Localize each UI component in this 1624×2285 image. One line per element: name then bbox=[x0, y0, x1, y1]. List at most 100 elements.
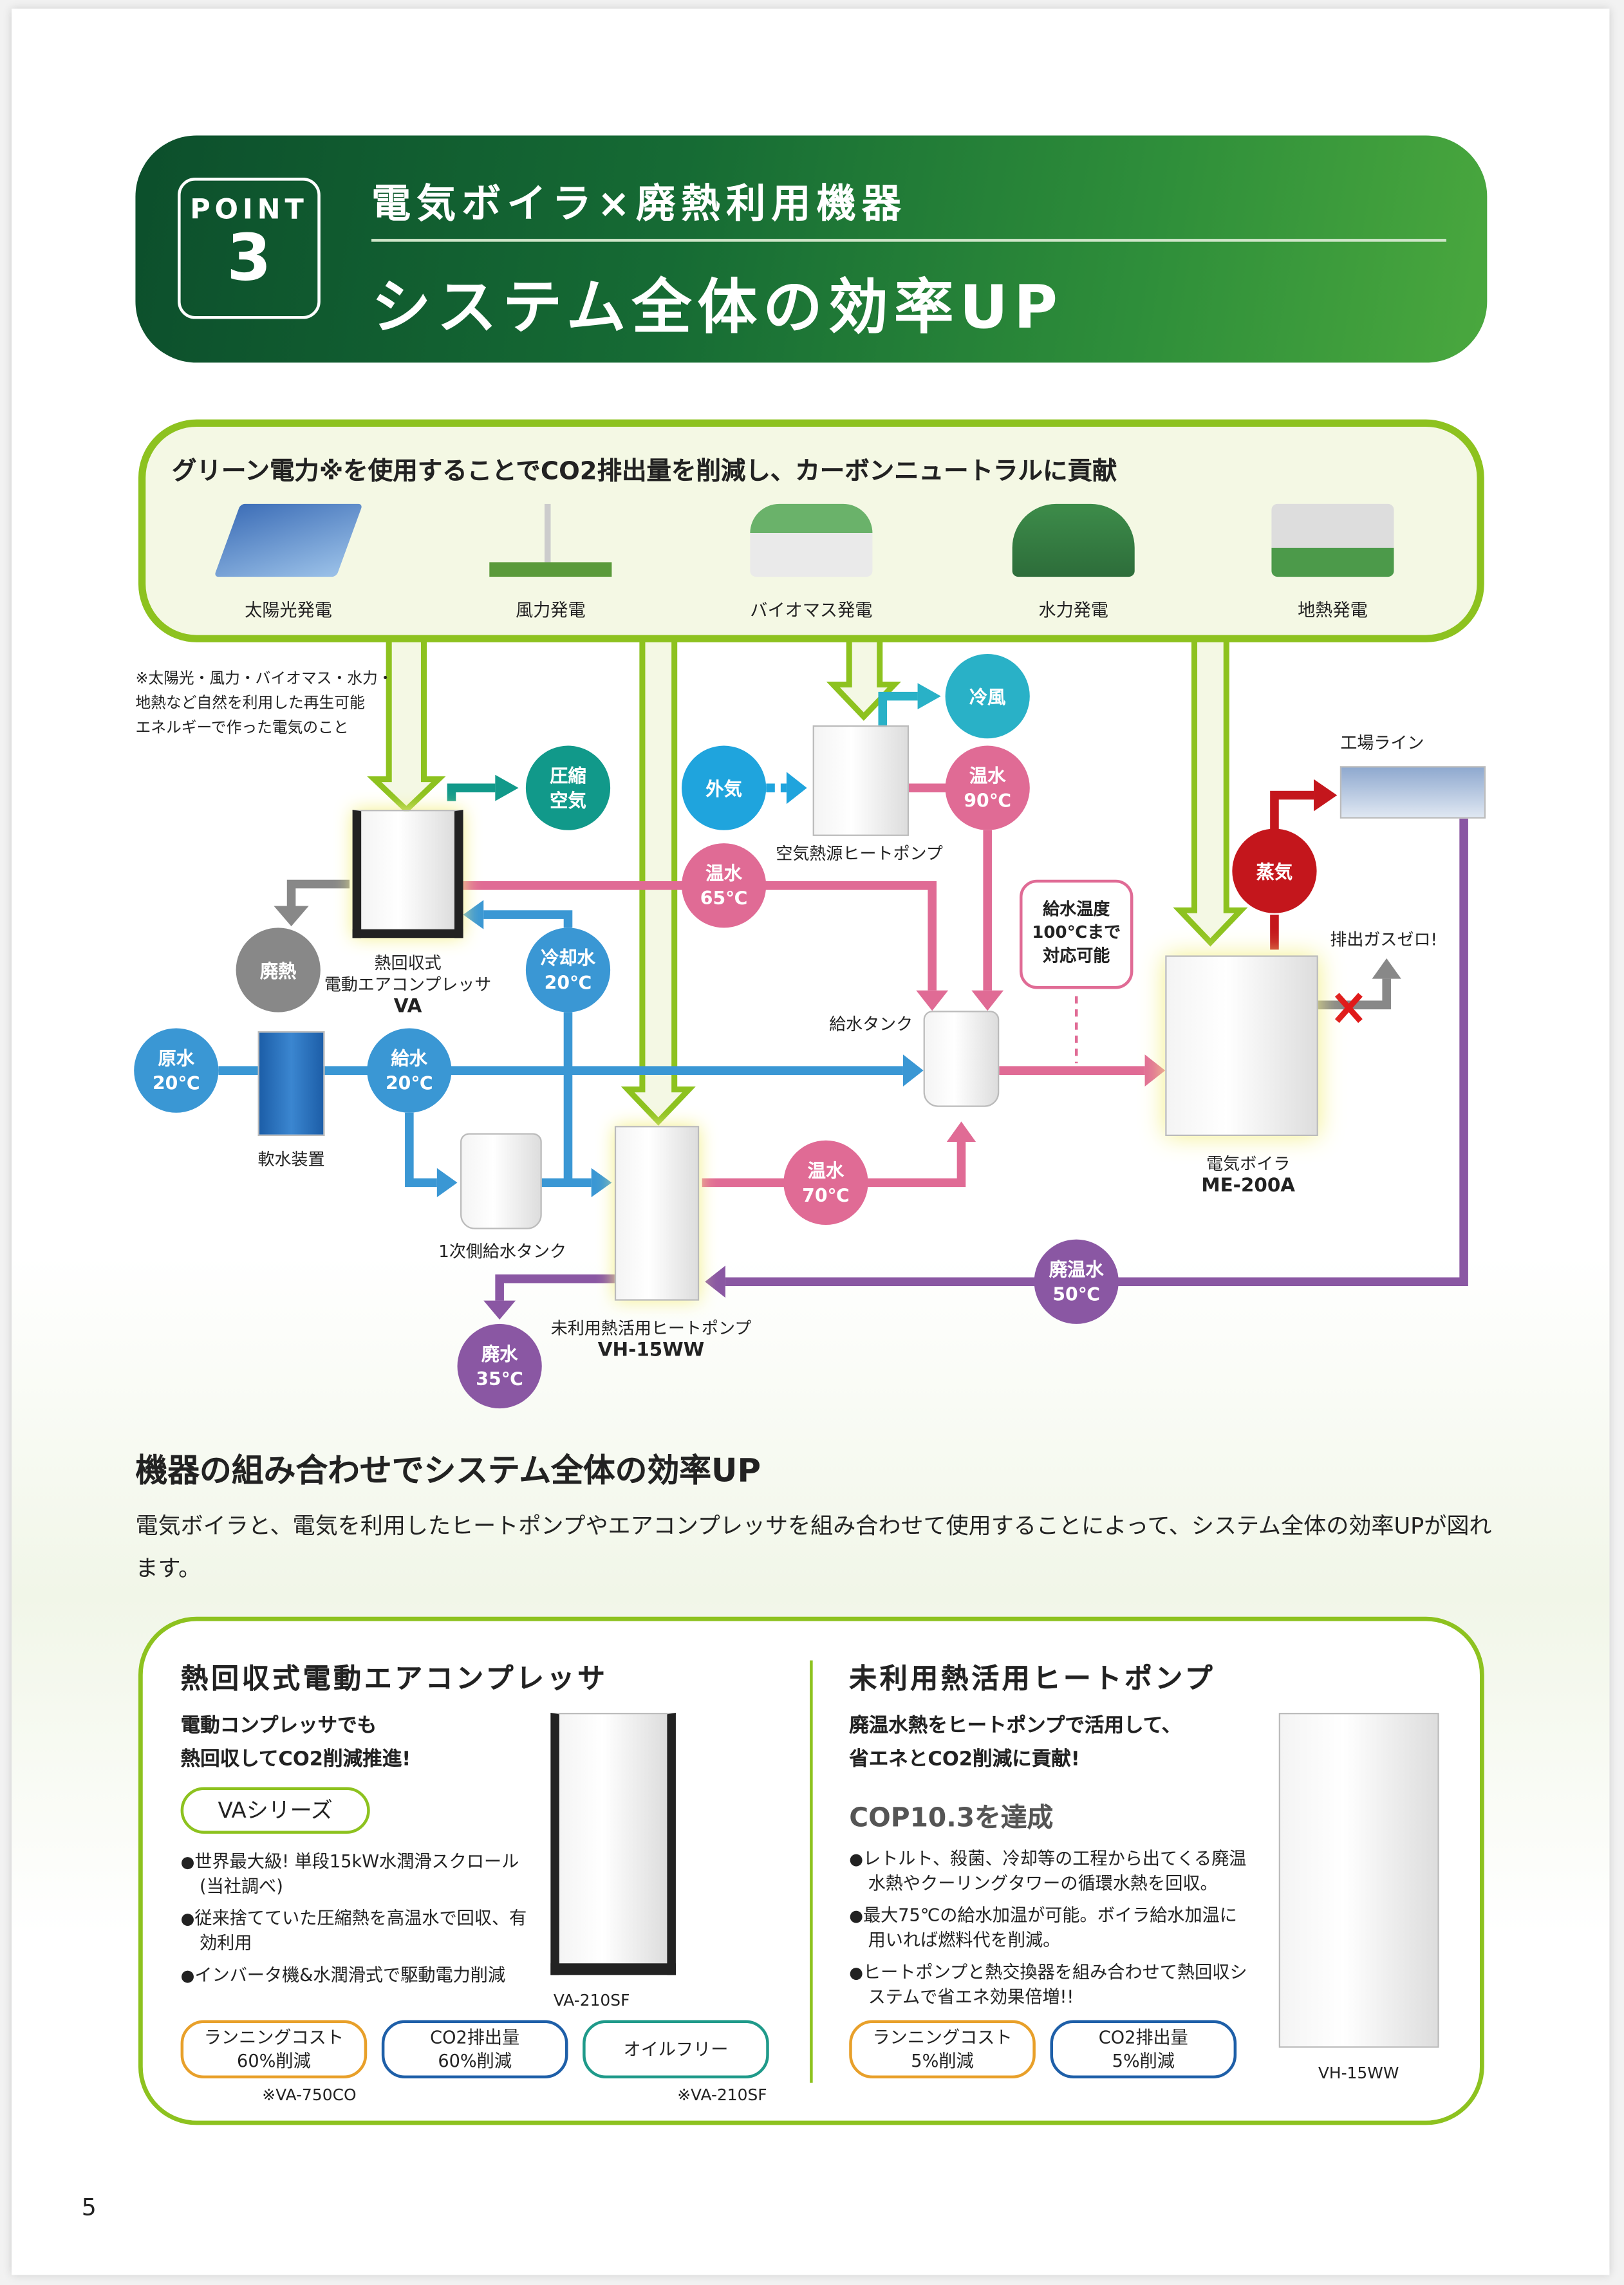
circle-text: 70℃ bbox=[802, 1184, 850, 1206]
vh-heat-pump-image bbox=[614, 1126, 700, 1301]
left-card-lead: 電動コンプレッサでも熱回収してCO2削減推進! bbox=[181, 1710, 411, 1777]
header-banner bbox=[135, 135, 1488, 363]
section-heading: 機器の組み合わせでシステム全体の効率UP bbox=[135, 1453, 761, 1490]
circle-text: 冷却水 bbox=[541, 946, 595, 969]
source-label: 太陽光発電 bbox=[245, 600, 332, 620]
circle-text: 冷風 bbox=[969, 685, 1006, 707]
source-solar: 太陽光発電 bbox=[201, 503, 376, 622]
circle-text: 温水 bbox=[969, 764, 1006, 787]
label-line: 熱回収式 bbox=[374, 952, 442, 973]
left-card-bullets: 世界最大級! 単段15kW水潤滑スクロール (当社調べ) 従来捨てていた圧縮熱を… bbox=[181, 1850, 537, 1997]
source-wind: 風力発電 bbox=[463, 503, 639, 622]
header-title: 電気ボイラ×廃熱利用機器 bbox=[371, 182, 907, 227]
circle-text: 35℃ bbox=[476, 1367, 523, 1390]
circle-text: 温水 bbox=[807, 1159, 845, 1182]
lead-line: 電動コンプレッサでも bbox=[180, 1714, 377, 1738]
right-card-lead: 廃温水熱をヒートポンプで活用して、省エネとCO2削減に貢献! bbox=[849, 1710, 1181, 1777]
label-air-heat-pump: 空気熱源ヒートポンプ bbox=[776, 843, 943, 864]
primary-tank-image bbox=[460, 1133, 542, 1229]
circle-text: 90℃ bbox=[964, 789, 1011, 812]
vh-model-caption: VH-15WW bbox=[1318, 2064, 1399, 2083]
feed-tank-image bbox=[923, 1011, 1000, 1107]
circle-text: 廃水 bbox=[481, 1343, 518, 1365]
bullet-item: 世界最大級! 単段15kW水潤滑スクロール (当社調べ) bbox=[181, 1850, 537, 1898]
label-line: 未利用熱活用ヒートポンプ bbox=[550, 1318, 752, 1339]
circle-text: 20℃ bbox=[152, 1072, 200, 1094]
vh-15ww-image bbox=[1278, 1713, 1439, 2048]
section-body: 電気ボイラと、電気を利用したヒートポンプやエアコンプレッサを組み合わせて使用する… bbox=[135, 1513, 1492, 1582]
circle-text: 給水 bbox=[391, 1047, 428, 1069]
wind-turbine-icon bbox=[489, 503, 612, 577]
electric-boiler-image bbox=[1165, 955, 1318, 1136]
cop-highlight: COP10.3を達成 bbox=[849, 1803, 1054, 1834]
pill-oil-free: オイルフリー bbox=[583, 2020, 769, 2079]
footnote-va750: ※VA-750CO bbox=[262, 2085, 357, 2105]
renewable-note: ※太陽光・風力・バイオマス・水力・ 地熱など自然を利用した再生可能 エネルギーで… bbox=[135, 667, 393, 741]
note-line: 地熱など自然を利用した再生可能 bbox=[135, 695, 365, 713]
bullet-item: 最大75℃の給水加温が可能。ボイラ給水加温に用いれば燃料代を削減。 bbox=[849, 1903, 1249, 1952]
source-hydro: 水力発電 bbox=[986, 503, 1161, 622]
circle-raw-water: 原水 20℃ bbox=[134, 1028, 219, 1113]
pill-text: CO2排出量 bbox=[430, 2027, 520, 2048]
header-subtitle: システム全体の効率UP bbox=[371, 272, 1064, 342]
circle-compressed-air: 圧縮空気 bbox=[525, 745, 611, 830]
point-label: POINT bbox=[190, 193, 308, 226]
callout-line: 対応可能 bbox=[1043, 945, 1110, 966]
lead-line: 省エネとCO2削減に貢献! bbox=[849, 1748, 1080, 1771]
compressor-image bbox=[352, 810, 463, 938]
lead-line: 熱回収してCO2削減推進! bbox=[180, 1748, 411, 1771]
pill-co2: CO2排出量 5%削減 bbox=[1050, 2020, 1237, 2079]
pill-text: 5%削減 bbox=[1112, 2051, 1175, 2071]
pill-text: CO2排出量 bbox=[1098, 2027, 1188, 2048]
va-210sf-image bbox=[550, 1713, 676, 1975]
circle-text: 空気 bbox=[550, 789, 586, 812]
circle-text: 原水 bbox=[158, 1047, 195, 1069]
circle-feed-water: 給水 20℃ bbox=[367, 1028, 452, 1113]
pill-text: ランニングコスト bbox=[203, 2027, 344, 2048]
label-feed-tank: 給水タンク bbox=[829, 1013, 913, 1034]
note-line: エネルギーで作った電気のこと bbox=[135, 719, 349, 737]
lead-line: 廃温水熱をヒートポンプで活用して、 bbox=[849, 1714, 1182, 1738]
label-model: ME-200A bbox=[1201, 1175, 1296, 1198]
label-softener: 軟水装置 bbox=[257, 1149, 325, 1170]
circle-text: 外気 bbox=[705, 777, 742, 799]
label-factory: 工場ライン bbox=[1340, 732, 1424, 753]
right-card-title: 未利用熱活用ヒートポンプ bbox=[849, 1663, 1216, 1695]
circle-waste-heat: 廃熱 bbox=[236, 928, 321, 1012]
circle-text: 65℃ bbox=[700, 887, 748, 909]
footnote-va210: ※VA-210SF bbox=[677, 2085, 767, 2105]
circle-text: 廃温水 bbox=[1049, 1258, 1104, 1281]
source-label: バイオマス発電 bbox=[750, 600, 873, 620]
label-primary-tank: 1次側給水タンク bbox=[438, 1240, 567, 1262]
green-power-heading: グリーン電力※を使用することでCO2排出量を削減し、カーボンニュートラルに貢献 bbox=[172, 457, 1117, 487]
va-model-caption: VA-210SF bbox=[553, 1991, 630, 2010]
right-card-bullets: レトルト、殺菌、冷却等の工程から出てくる廃温水熱やクーリングタワーの循環水熱を回… bbox=[849, 1847, 1249, 2017]
source-label: 地熱発電 bbox=[1298, 600, 1368, 620]
point-badge: POINT 3 bbox=[178, 178, 321, 319]
pill-text: 5%削減 bbox=[911, 2051, 974, 2071]
label-line: 電気ボイラ bbox=[1206, 1153, 1291, 1174]
left-card-title: 熱回収式電動エアコンプレッサ bbox=[180, 1663, 608, 1695]
water-softener-image bbox=[257, 1031, 325, 1136]
point-number: 3 bbox=[227, 221, 272, 296]
callout-line: 給水温度 bbox=[1043, 899, 1110, 919]
circle-text: 20℃ bbox=[386, 1072, 433, 1094]
pill-text: 60%削減 bbox=[438, 2051, 512, 2071]
circle-text: 20℃ bbox=[544, 971, 592, 994]
hydro-dam-icon bbox=[1012, 503, 1135, 577]
circle-text: 蒸気 bbox=[1256, 860, 1293, 882]
page-number: 5 bbox=[81, 2193, 97, 2221]
